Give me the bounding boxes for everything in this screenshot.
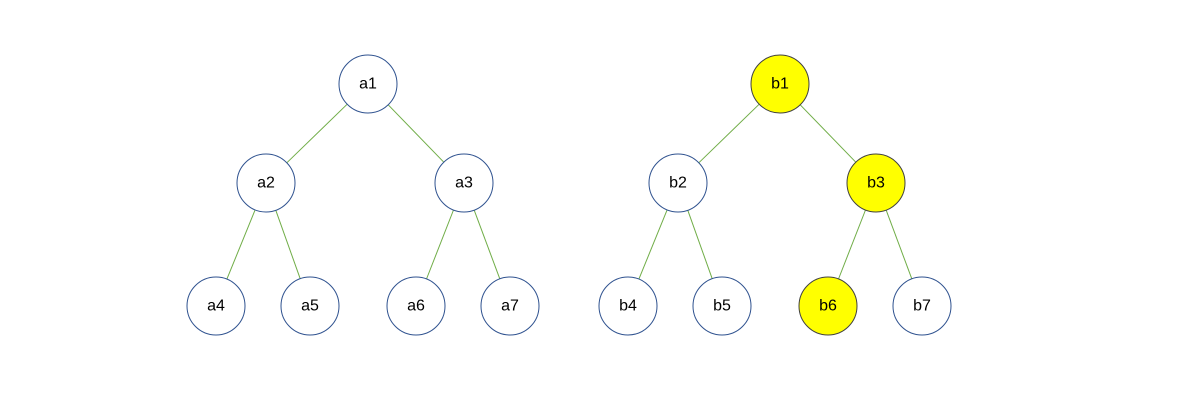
node-circle [692, 276, 752, 336]
node-label: a2 [257, 175, 275, 192]
node-label: a5 [301, 298, 319, 315]
node-label: a4 [207, 298, 225, 315]
node-a6: a6 [386, 276, 446, 336]
node-circle [280, 276, 340, 336]
node-label: b4 [619, 298, 637, 315]
edge-b3-b6 [838, 209, 866, 280]
node-label: b6 [819, 298, 837, 315]
node-b5: b5 [692, 276, 752, 336]
edge-a3-a6 [426, 209, 454, 280]
node-circle [798, 276, 858, 336]
node-a2: a2 [236, 153, 296, 213]
node-circle [892, 276, 952, 336]
node-a5: a5 [280, 276, 340, 336]
node-label: b7 [913, 298, 931, 315]
edge-a2-a5 [275, 210, 301, 279]
node-circle [598, 276, 658, 336]
node-circle [386, 276, 446, 336]
node-label: b1 [771, 76, 789, 93]
node-circle [236, 153, 296, 213]
node-a7: a7 [480, 276, 540, 336]
edge-a1-a3 [387, 104, 445, 163]
edges-layer [226, 103, 913, 280]
edge-a3-a7 [473, 210, 501, 279]
edge-b2-b5 [687, 210, 713, 279]
node-b2: b2 [648, 153, 708, 213]
node-b7: b7 [892, 276, 952, 336]
node-circle [338, 54, 398, 114]
node-label: a6 [407, 298, 425, 315]
node-circle [648, 153, 708, 213]
node-b6: b6 [798, 276, 858, 336]
node-circle [434, 153, 494, 213]
node-label: a1 [359, 76, 377, 93]
edge-b3-b7 [885, 210, 913, 279]
nodes-layer: a1 a2 a3 a4 a5 a6 a7 b1 b2 b3 b4 b5 b6 b7 [186, 54, 952, 336]
node-label: b2 [669, 175, 687, 192]
node-label: b3 [867, 175, 885, 192]
node-label: a7 [501, 298, 519, 315]
node-a1: a1 [338, 54, 398, 114]
node-b4: b4 [598, 276, 658, 336]
node-circle [750, 54, 810, 114]
node-a3: a3 [434, 153, 494, 213]
edge-b2-b4 [638, 209, 668, 280]
node-label: b5 [713, 298, 731, 315]
node-label: a3 [455, 175, 473, 192]
node-a4: a4 [186, 276, 246, 336]
edge-a1-a2 [286, 103, 348, 164]
edge-b1-b2 [698, 103, 760, 164]
node-b1: b1 [750, 54, 810, 114]
node-circle [480, 276, 540, 336]
node-b3: b3 [846, 153, 906, 213]
edge-a2-a4 [226, 209, 256, 280]
edge-b1-b3 [799, 104, 857, 163]
node-circle [846, 153, 906, 213]
node-circle [186, 276, 246, 336]
